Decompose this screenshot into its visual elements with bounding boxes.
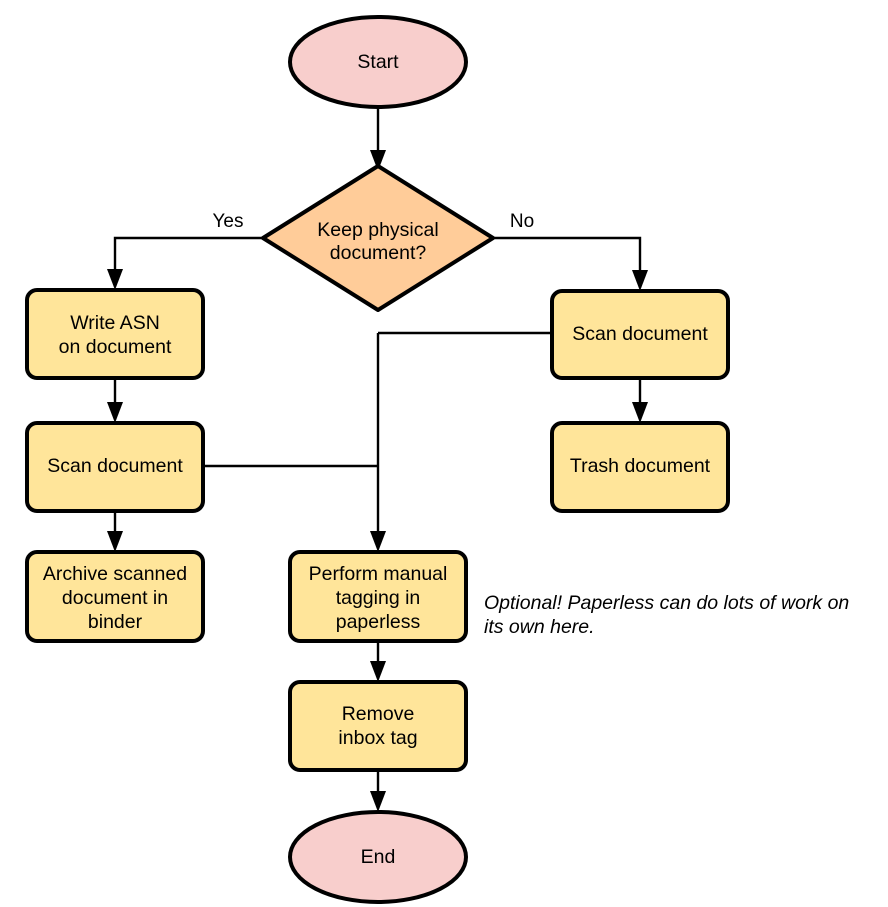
optional-note-line2: its own here. (484, 616, 595, 638)
scan-document-right-label: Scan document (572, 323, 708, 345)
edge-manual-tagging-to-remove-inbox (370, 641, 386, 682)
decision-label-line2: document? (330, 242, 427, 264)
manual-tagging-label-line3: paperless (336, 611, 421, 633)
node-archive-scanned-document[interactable]: Archive scanned document in binder (25, 550, 205, 643)
write-asn-box-shape (25, 288, 205, 380)
remove-inbox-box-shape (288, 680, 468, 772)
node-write-asn-on-document[interactable]: Write ASN on document (25, 288, 205, 380)
write-asn-label-line2: on document (59, 336, 172, 358)
remove-inbox-label-line2: inbox tag (338, 727, 417, 749)
manual-tagging-label-line1: Perform manual (309, 563, 448, 585)
edge-write-asn-to-scan-left (107, 378, 123, 423)
start-label: Start (357, 51, 399, 73)
scan-document-left-label: Scan document (47, 455, 183, 477)
node-remove-inbox-tag[interactable]: Remove inbox tag (288, 680, 468, 772)
edge-trunk-to-manual-tagging (370, 333, 386, 552)
scan-document-left-box-shape (25, 421, 205, 513)
node-perform-manual-tagging[interactable]: Perform manual tagging in paperless (288, 550, 468, 643)
node-scan-document-right[interactable]: Scan document (550, 289, 730, 380)
manual-tagging-label-line2: tagging in (336, 587, 421, 609)
decision-diamond-shape (261, 164, 495, 312)
edge-label-yes: Yes (213, 211, 244, 232)
edge-remove-inbox-to-end (370, 770, 386, 812)
end-ellipse-shape (288, 810, 468, 904)
node-end[interactable]: End (288, 810, 468, 904)
archive-box-shape (25, 550, 205, 643)
edge-decision-to-scan-right (493, 236, 648, 291)
edge-scan-left-to-archive (107, 511, 123, 552)
optional-note-line1: Optional! Paperless can do lots of work … (484, 592, 849, 614)
archive-label-line2: document in (62, 587, 168, 609)
write-asn-label-line1: Write ASN (70, 312, 160, 334)
node-start[interactable]: Start (288, 15, 468, 109)
archive-label-line3: binder (88, 611, 143, 633)
archive-label-line1: Archive scanned (43, 563, 187, 585)
scan-document-right-box-shape (550, 289, 730, 380)
edge-scan-right-to-trash (632, 378, 648, 423)
trash-document-label: Trash document (570, 455, 711, 477)
start-ellipse-shape (288, 15, 468, 109)
decision-label-line1: Keep physical (317, 219, 438, 241)
end-label: End (361, 846, 396, 868)
manual-tagging-box-shape (288, 550, 468, 643)
node-trash-document[interactable]: Trash document (550, 421, 730, 513)
edge-label-no: No (510, 211, 534, 232)
edge-start-to-decision (370, 108, 386, 171)
annotation-optional-note: Optional! Paperless can do lots of work … (484, 592, 849, 638)
remove-inbox-label-line1: Remove (342, 703, 415, 725)
node-decision-keep-physical-document[interactable]: Keep physical document? (261, 164, 495, 312)
edge-decision-to-write-asn (107, 236, 263, 290)
trash-document-box-shape (550, 421, 730, 513)
node-scan-document-left[interactable]: Scan document (25, 421, 205, 513)
